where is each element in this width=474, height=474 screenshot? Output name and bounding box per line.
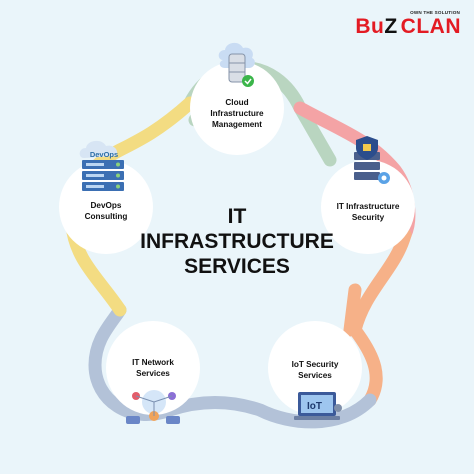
server-shield-icon (354, 136, 390, 184)
network-people-icon (126, 390, 180, 424)
node-circles (59, 61, 415, 415)
svg-text:IoT: IoT (307, 401, 322, 412)
brand-name-part3: CLAN (400, 15, 461, 38)
node-label-devops: DevOps Consulting (84, 201, 128, 221)
brand-name-part2: Z (384, 15, 398, 38)
node-circle-network (106, 321, 200, 415)
node-label-iot: IoT Security Services (291, 360, 339, 380)
devops-server-icon (79, 140, 124, 191)
cloud-database-icon (218, 42, 255, 87)
node-circle-iot (268, 321, 362, 415)
arc-orange (347, 228, 412, 407)
brand-tagline: OWN THE SOLUTION (410, 10, 460, 15)
arc-inner-orange (343, 283, 362, 337)
iot-laptop-icon: IoT (294, 392, 342, 420)
node-circle-cloud (190, 61, 284, 155)
node-label-security: IT Infrastructure Security (336, 202, 400, 222)
node-label-network: IT Network Services (132, 358, 174, 378)
center-title: IT INFRASTRUCTURE SERVICES (140, 205, 334, 278)
devops-icon-text: DevOps (89, 150, 119, 159)
node-label-cloud: Cloud Infrastructure Management (210, 98, 264, 129)
brand-name-part1: Bu (355, 15, 385, 38)
node-circle-security (321, 160, 415, 254)
